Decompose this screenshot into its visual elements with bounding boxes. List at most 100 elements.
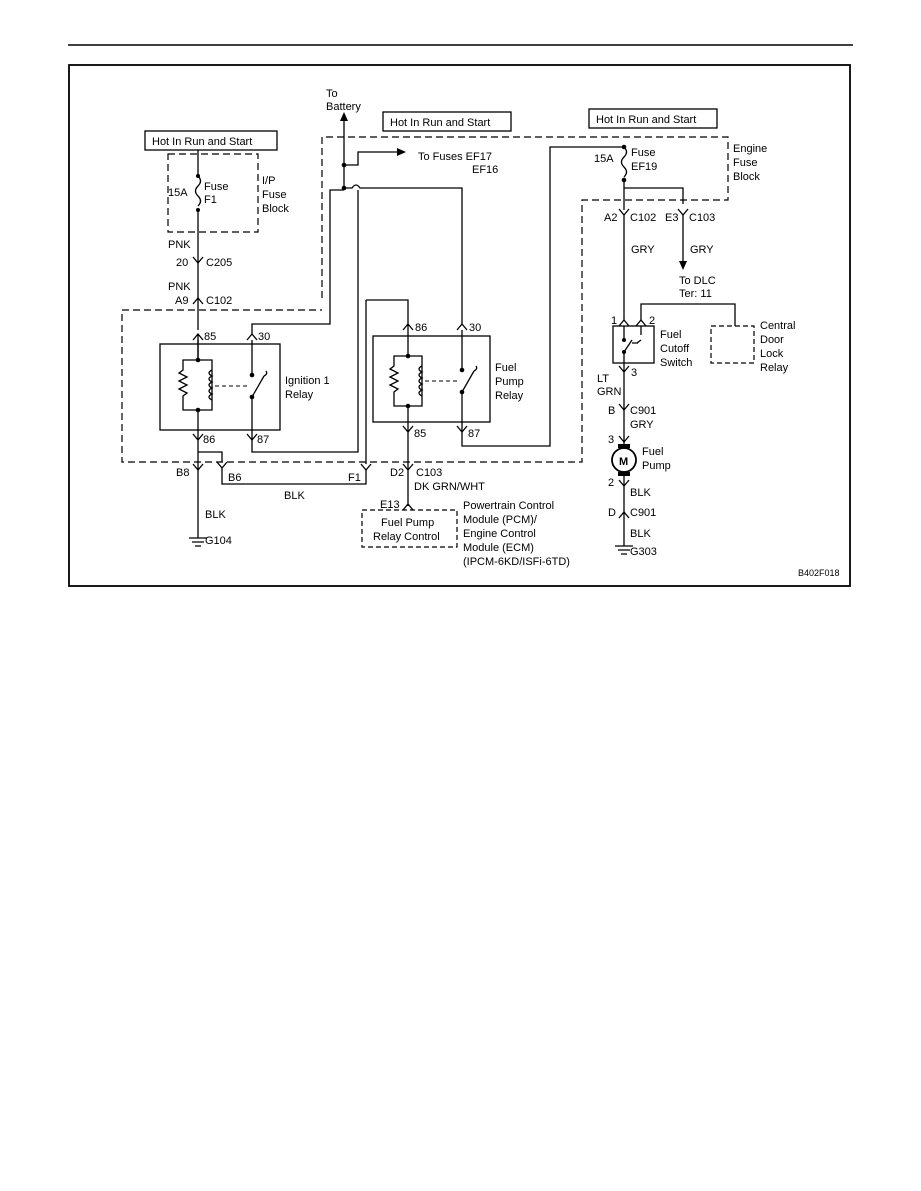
pump-motor-cap-bottom: [618, 472, 630, 476]
cdl-name-3: Lock: [760, 348, 784, 360]
hot-mid-box: [382, 111, 512, 132]
fuel-cutoff-switch-contacts: [623, 326, 642, 363]
fuel-pump-relay-switch: [461, 330, 478, 432]
ignition-relay-switch: [251, 340, 268, 440]
to-dlc-1: To DLC: [679, 275, 716, 287]
connector-d2-pin: D2: [390, 467, 404, 479]
cdl-name-1: Central: [760, 320, 795, 332]
pcm-box-line-2: Relay Control: [373, 531, 440, 543]
pump-pin2-symbol: [618, 479, 630, 488]
ip-fuse-block-3: Block: [262, 203, 289, 215]
wire-pin2-to-cdl: [640, 303, 736, 326]
ip-fuse-rating: 15A: [168, 187, 188, 199]
pcm-box-line-1: Fuel Pump: [381, 517, 434, 529]
to-battery-1: To: [326, 88, 338, 100]
ground-g303: G303: [630, 546, 657, 558]
fuse-ef19-rating: 15A: [594, 153, 614, 165]
connector-e3-pin: E3: [665, 212, 678, 224]
connector-c103-mid-symbol: [402, 463, 414, 472]
node: [622, 350, 626, 354]
wire-color-gry-3: GRY: [630, 419, 654, 431]
connector-b8: B8: [176, 467, 189, 479]
node: [459, 389, 465, 395]
ignition-relay-name-1: Ignition 1: [285, 375, 330, 387]
switch-pin-3: 3: [631, 367, 637, 379]
wire-blk-b6-f1: [221, 468, 367, 485]
fuel-pump-relay-name-3: Relay: [495, 390, 524, 402]
ignition-relay-name-2: Relay: [285, 389, 314, 401]
wire-b8-jumper: [198, 451, 223, 462]
terminal-86-fp: 86: [415, 322, 427, 334]
cdl-name-2: Door: [760, 334, 784, 346]
pump-name-1: Fuel: [642, 446, 663, 458]
node: [249, 394, 255, 400]
connector-c901-b-pin: B: [608, 405, 615, 417]
wire-color-blk-mid: BLK: [284, 490, 305, 502]
node: [249, 372, 255, 378]
connector-c102-left-symbol: [192, 296, 204, 305]
terminal-30-ign-symbol: [246, 332, 258, 341]
connector-f1: F1: [348, 472, 361, 484]
connector-a9-pin: A9: [175, 295, 188, 307]
pcm-e13-symbol: [402, 502, 414, 511]
fuel-pump-relay-coil: [388, 355, 423, 407]
to-fuses-2: EF16: [472, 164, 498, 176]
engine-fuse-block-2: Fuse: [733, 157, 757, 169]
node: [622, 338, 626, 342]
wire-ign30-to-battery: [251, 189, 344, 334]
hot-left-label: Hot In Run and Start: [152, 136, 252, 148]
wire-color-gry-1: GRY: [631, 244, 655, 256]
pcm-name-4: Module (ECM): [463, 542, 534, 554]
wire-color-lt: LT: [597, 373, 609, 385]
connector-c901-b: C901: [630, 405, 656, 417]
wire-color-blk-r2: BLK: [630, 528, 651, 540]
pump-name-2: Pump: [642, 460, 671, 472]
wire-ign87-feed: [251, 190, 359, 453]
ip-fuse-f1-symbol: [194, 175, 202, 207]
node: [405, 353, 411, 359]
switch-pin2-symbol: [635, 318, 647, 327]
pump-pin-2: 2: [608, 477, 614, 489]
node: [459, 367, 465, 373]
wire-color-blk-left: BLK: [205, 509, 226, 521]
ground-g303-symbol: [615, 545, 633, 555]
terminal-30-fp: 30: [469, 322, 481, 334]
fuel-pump-relay-coil-loops: [418, 365, 424, 397]
connector-b6: B6: [228, 472, 241, 484]
hot-right-box: [588, 108, 718, 129]
connector-c102-left: C102: [206, 295, 232, 307]
connector-c901-b-symbol: [618, 403, 630, 412]
ip-fuse-block-2: Fuse: [262, 189, 286, 201]
pump-motor-cap-top: [618, 444, 630, 448]
cdl-name-4: Relay: [760, 362, 789, 374]
pcm-fuel-pump-relay-control-box: [361, 509, 458, 548]
to-battery-2: Battery: [326, 101, 361, 113]
terminal-30-ign: 30: [258, 331, 270, 343]
central-door-lock-relay-box: [710, 325, 755, 364]
cutoff-name-2: Cutoff: [660, 343, 690, 355]
connector-c102-right: C102: [630, 212, 656, 224]
fuel-cutoff-switch-box: [612, 325, 655, 364]
to-dlc-2: Ter: 11: [679, 288, 712, 300]
to-fuses-1: To Fuses EF17: [418, 151, 492, 163]
arrow-to-dlc: [679, 261, 687, 270]
pcm-name-5: (IPCM-6KD/ISFi-6TD): [463, 556, 570, 568]
ip-fuse-block-outline: [167, 153, 259, 233]
ignition-relay-coil: [177, 359, 213, 411]
ignition-relay-coil-loops: [208, 369, 214, 401]
terminal-87-fp: 87: [468, 428, 480, 440]
switch-pin1-symbol: [618, 318, 630, 327]
ip-fuse-name-1: Fuse: [204, 181, 228, 193]
arrow-to-fuses: [397, 148, 406, 156]
battery-arrow: [340, 112, 348, 121]
connector-f1-symbol: [360, 463, 372, 472]
connector-c901-d: C901: [630, 507, 656, 519]
ignition-relay-box: [159, 343, 281, 431]
switch-pin-1: 1: [611, 315, 617, 327]
wire-to-e3: [624, 187, 684, 204]
connector-a2-pin: A2: [604, 212, 617, 224]
wire-color-dk-grn-wht: DK GRN/WHT: [414, 481, 485, 493]
connector-c103-right: C103: [689, 212, 715, 224]
wire-color-gry-2: GRY: [690, 244, 714, 256]
